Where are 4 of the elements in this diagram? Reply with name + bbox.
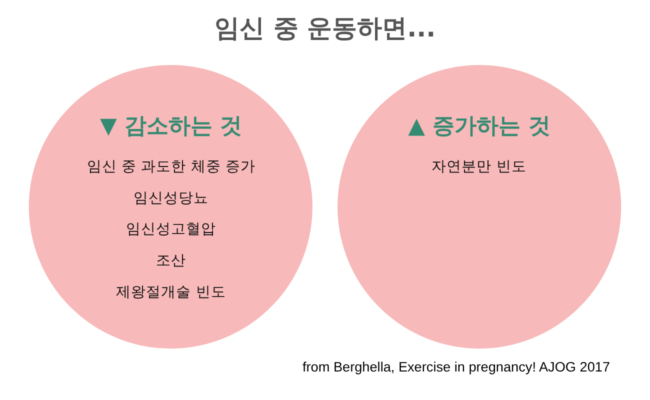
- caption: from Berghella, Exercise in pregnancy! AJOG 2017: [302, 358, 610, 374]
- node-circle: ▼ 감소하는 것 임신 중 과도한 체중 증가 임신성당뇨 임신성고혈압 조산 제왕절개술 빈도: [28, 64, 312, 348]
- node-circle: ▲ 증가하는 것 자연분만 빈도: [338, 64, 622, 348]
- diagram-title: 임신 중 운동하면...: [214, 12, 436, 42]
